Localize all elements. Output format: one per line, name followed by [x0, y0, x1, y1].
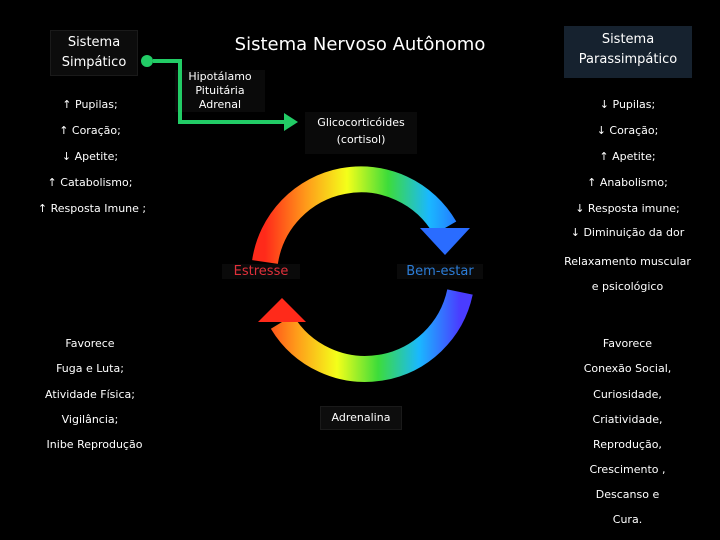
parasympathetic-effect: ↑ Apetite; — [599, 150, 656, 163]
sympathetic-favors-item: Inibe Reprodução — [46, 438, 143, 451]
sympathetic-effect: ↑ Catabolismo; — [47, 176, 133, 189]
cortisol-box: Glicocorticóides (cortisol) — [305, 112, 417, 154]
parasympathetic-effect: ↓ Diminuição da dor — [570, 226, 685, 239]
parasympathetic-favors-item: Reprodução, — [593, 438, 662, 451]
relaxation-line-2: e psicológico — [591, 280, 664, 293]
glucocorticoids-label: Glicocorticóides — [317, 116, 405, 129]
sympathetic-favors-item: Vigilância; — [61, 413, 119, 426]
wellbeing-to-stress-arrow — [258, 289, 473, 382]
cortisol-label: (cortisol) — [336, 133, 386, 146]
sympathetic-favors-item: Fuga e Luta; — [56, 362, 124, 375]
parasympathetic-effect: ↓ Pupilas; — [599, 98, 656, 111]
sympathetic-effect: ↑ Coração; — [59, 124, 121, 137]
parasympathetic-system-label: Sistema Parassimpático — [578, 32, 678, 67]
parasympathetic-effect: ↓ Coração; — [596, 124, 659, 137]
parasympathetic-system-box: Sistema Parassimpático — [564, 26, 692, 78]
stress-to-wellbeing-arrow — [252, 166, 470, 265]
sympathetic-favors-label: Favorece — [65, 337, 115, 350]
parasympathetic-effect: ↓ Resposta imune; — [575, 202, 680, 215]
hypothalamus-label: Hipotálamo — [188, 70, 252, 83]
sympathetic-effect: ↑ Resposta Imune ; — [37, 202, 147, 215]
parasympathetic-favors-item: Curiosidade, — [593, 388, 662, 401]
sympathetic-effect: ↑ Pupilas; — [62, 98, 118, 111]
parasympathetic-favors-item: Criatividade, — [592, 413, 663, 426]
parasympathetic-favors-item: Descanso e — [595, 488, 660, 501]
hpa-axis-label: Hipotálamo Pituitária Adrenal — [175, 70, 265, 112]
parasympathetic-effect: ↑ Anabolismo; — [587, 176, 668, 189]
sympathetic-effect: ↓ Apetite; — [61, 150, 119, 163]
sympathetic-system-box: Sistema Simpático — [50, 30, 138, 76]
parasympathetic-favors-item: Conexão Social, — [583, 362, 672, 375]
adrenal-label: Adrenal — [198, 98, 242, 111]
stress-label: Estresse — [222, 264, 300, 279]
wellbeing-label: Bem-estar — [397, 264, 483, 279]
relaxation-line-1: Relaxamento muscular — [564, 255, 691, 268]
hpa-connector — [141, 55, 298, 131]
parasympathetic-favors-item: Cura. — [612, 513, 643, 526]
pituitary-label: Pituitária — [195, 84, 245, 97]
parasympathetic-favors-label: Favorece — [602, 337, 653, 350]
sympathetic-favors-item: Atividade Física; — [45, 388, 135, 401]
sympathetic-system-label: Sistema Simpático — [61, 35, 127, 70]
relaxation-label: Relaxamento muscular e psicológico — [555, 249, 700, 299]
diagram-title: Sistema Nervoso Autônomo — [234, 34, 486, 55]
adrenaline-box: Adrenalina — [320, 406, 402, 430]
parasympathetic-favors-item: Crescimento , — [589, 463, 666, 476]
